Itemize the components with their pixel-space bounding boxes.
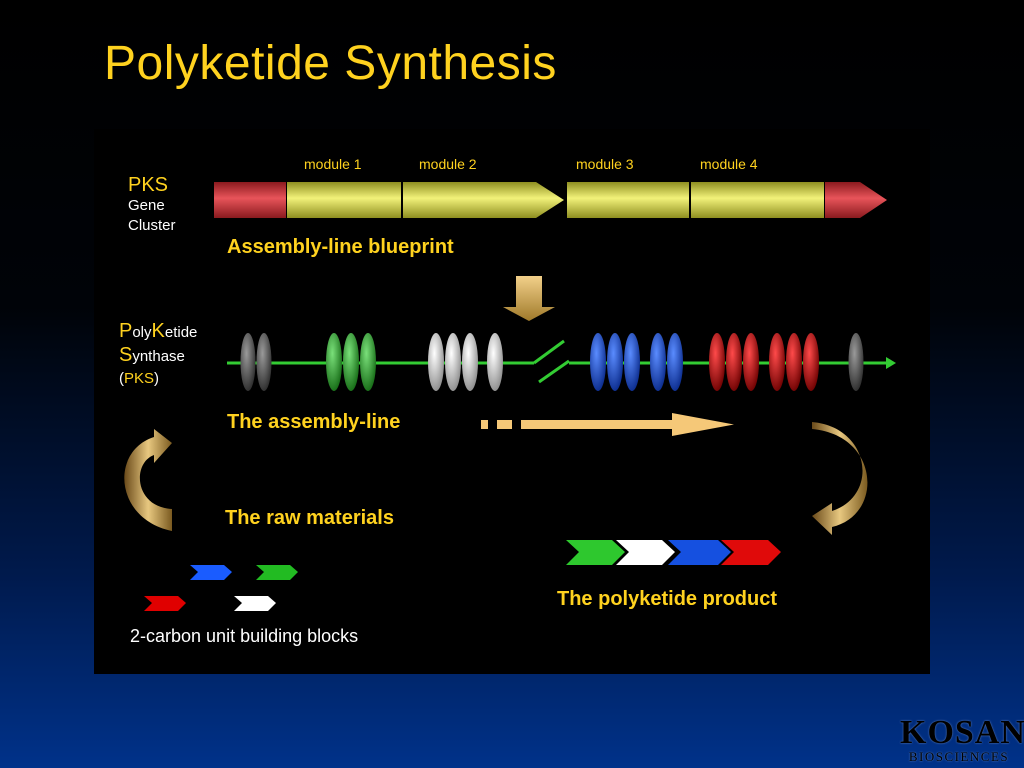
gene-cluster-bar <box>214 182 887 218</box>
block-blue <box>190 565 232 580</box>
gene-red-end <box>825 182 887 218</box>
pks-abbrev: PKS <box>124 370 155 387</box>
left-curved-arrow <box>124 429 172 531</box>
diagram-panel: PKS Gene Cluster module 1 module 2 modul… <box>94 129 930 674</box>
paren-open: ( <box>119 370 124 387</box>
red-domains <box>709 333 819 391</box>
block-red <box>144 596 186 611</box>
block-white <box>234 596 276 611</box>
assembly-line-caption: The assembly-line <box>227 411 401 433</box>
blueprint-caption: Assembly-line blueprint <box>227 236 454 258</box>
gene-module-1 <box>287 182 401 218</box>
module-1-label: module 1 <box>304 156 362 172</box>
gene-module-4 <box>691 182 824 218</box>
building-blocks-caption: 2-carbon unit building blocks <box>130 626 359 646</box>
module-4-label: module 4 <box>700 156 758 172</box>
raw-material-blocks <box>144 565 298 611</box>
logo-name: KOSAN <box>900 714 1024 751</box>
block-green <box>256 565 298 580</box>
gene-cluster-label: PKS Gene Cluster <box>128 174 176 236</box>
blue-domains <box>590 333 683 391</box>
product-green <box>566 540 625 565</box>
logo-subtitle: BIOSCIENCES <box>908 749 1010 764</box>
grey-domains <box>240 333 864 391</box>
gene-red-start <box>214 182 286 218</box>
module-3-label: module 3 <box>576 156 634 172</box>
chain-arrowhead <box>886 357 896 369</box>
slide-title: Polyketide Synthesis <box>104 37 557 90</box>
k-letter: K <box>151 320 165 342</box>
module-2-label: module 2 <box>419 156 477 172</box>
synthase-line-2: Synthase <box>119 344 197 368</box>
product-red <box>721 540 781 565</box>
product-white <box>616 540 675 565</box>
s-rest: ynthase <box>132 348 185 365</box>
gene-cluster-gene: Gene <box>128 197 165 214</box>
synthase-label: PolyKetide Synthase (PKS) <box>119 320 197 390</box>
white-domains <box>428 333 503 391</box>
raw-materials-caption: The raw materials <box>225 507 394 529</box>
product-caption: The polyketide product <box>557 588 778 610</box>
gene-module-2 <box>403 182 564 218</box>
p-rest: oly <box>132 324 152 341</box>
product-chain <box>566 540 781 565</box>
p-letter: P <box>119 320 133 342</box>
green-domains <box>326 333 376 391</box>
paren-close: ) <box>154 370 160 387</box>
gene-cluster-pks: PKS <box>128 174 169 196</box>
k-rest: etide <box>164 324 198 341</box>
polyketide-diagram <box>124 182 896 611</box>
gene-module-3 <box>567 182 689 218</box>
kosan-logo: KOSAN BIOSCIENCES <box>900 714 1024 764</box>
s-letter: S <box>119 344 133 366</box>
direction-arrow <box>481 413 734 436</box>
blueprint-down-arrow <box>503 276 555 321</box>
right-curved-arrow <box>812 422 868 535</box>
synthase-line-3: (PKS) <box>119 368 197 390</box>
product-blue <box>668 540 731 565</box>
synthase-line-1: PolyKetide <box>119 320 197 344</box>
gene-cluster-cluster: Cluster <box>128 217 176 234</box>
